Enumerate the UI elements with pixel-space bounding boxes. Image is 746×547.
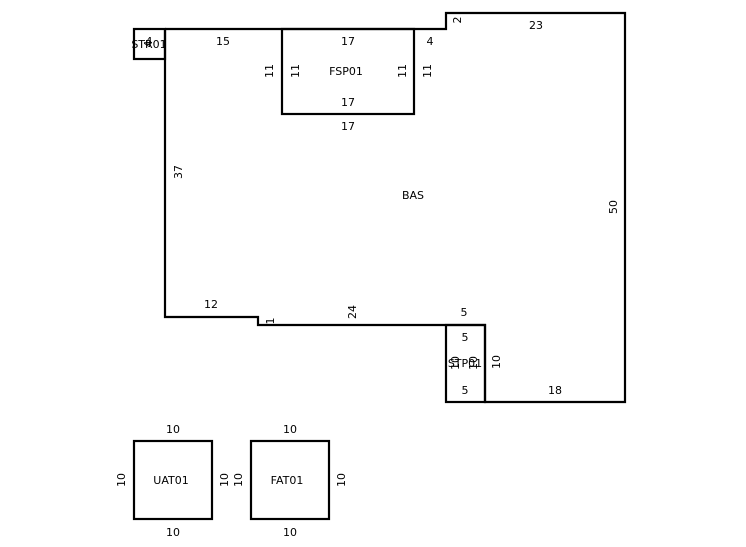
str01-outline [132, 27, 167, 61]
uat01-dim-right: 10 [218, 473, 231, 487]
fsp01-dim-bottom-outer: 17 [341, 120, 355, 133]
bas-dim-notch-vertical: 10 [490, 355, 503, 369]
area-fat01[interactable]: FAT01 10 10 10 10 [232, 423, 348, 539]
fsp01-dim-right-inner: 11 [396, 64, 409, 78]
area-str01[interactable]: STR01 4 4 [131, 27, 167, 61]
stp01-dim-right: 10 [467, 356, 480, 370]
fat01-dim-right: 10 [335, 473, 348, 487]
bas-dim-top-mid: 4 [427, 35, 434, 48]
str01-dim-top: 4 [146, 35, 153, 48]
fsp01-outline [280, 27, 416, 116]
bas-dim-top-left: 15 [216, 35, 230, 48]
bas-dim-notch-top: 5 [461, 306, 468, 319]
bas-dim-right: 50 [607, 200, 620, 214]
bas-dim-small-step: 1 [264, 318, 277, 325]
uat01-dim-top: 10 [166, 423, 180, 436]
uat01-dim-bottom: 10 [166, 526, 180, 539]
bas-outline [163, 11, 627, 404]
fat01-dim-left: 10 [232, 473, 245, 487]
stp01-dim-bottom: 5 [462, 384, 469, 397]
fsp01-dim-left-outer: 11 [263, 64, 276, 78]
stp01-label: STP01 [448, 357, 482, 370]
bas-dim-bottom-mid: 24 [346, 305, 359, 319]
bas-dim-bottom-right: 18 [548, 384, 562, 397]
bas-dim-step-vertical: 2 [451, 17, 464, 24]
uat01-outline [132, 439, 214, 521]
stp01-outline [444, 323, 487, 404]
fsp01-dim-bottom-inner: 17 [341, 96, 355, 109]
fat01-outline [249, 439, 331, 521]
fsp01-label: FSP01 [329, 65, 363, 78]
fat01-label: FAT01 [271, 474, 304, 487]
area-uat01[interactable]: UAT01 10 10 10 10 [115, 423, 231, 539]
uat01-dim-left: 10 [115, 473, 128, 487]
bas-dim-left: 37 [172, 165, 185, 179]
bas-label: BAS [402, 189, 424, 202]
str01-dim-side: 4 [142, 41, 155, 48]
fsp01-dim-right-outer: 11 [421, 64, 434, 78]
fat01-dim-top: 10 [283, 423, 297, 436]
stp01-dim-top: 5 [462, 331, 469, 344]
area-fsp01[interactable]: FSP01 17 11 17 11 17 11 11 [263, 27, 434, 133]
fsp01-dim-top-inner: 17 [341, 35, 355, 48]
stp01-dim-left: 10 [449, 356, 462, 370]
fsp01-dim-left-inner: 11 [289, 64, 302, 78]
area-bas[interactable]: BAS 15 4 2 23 50 18 10 5 24 1 12 37 [163, 11, 627, 404]
str01-label: STR01 [131, 38, 166, 51]
area-stp01[interactable]: STP01 5 10 5 10 [444, 323, 487, 404]
bas-dim-bottom-left: 12 [204, 298, 218, 311]
bas-dim-top-right: 23 [529, 19, 543, 32]
fat01-dim-bottom: 10 [283, 526, 297, 539]
uat01-label: UAT01 [153, 474, 188, 487]
